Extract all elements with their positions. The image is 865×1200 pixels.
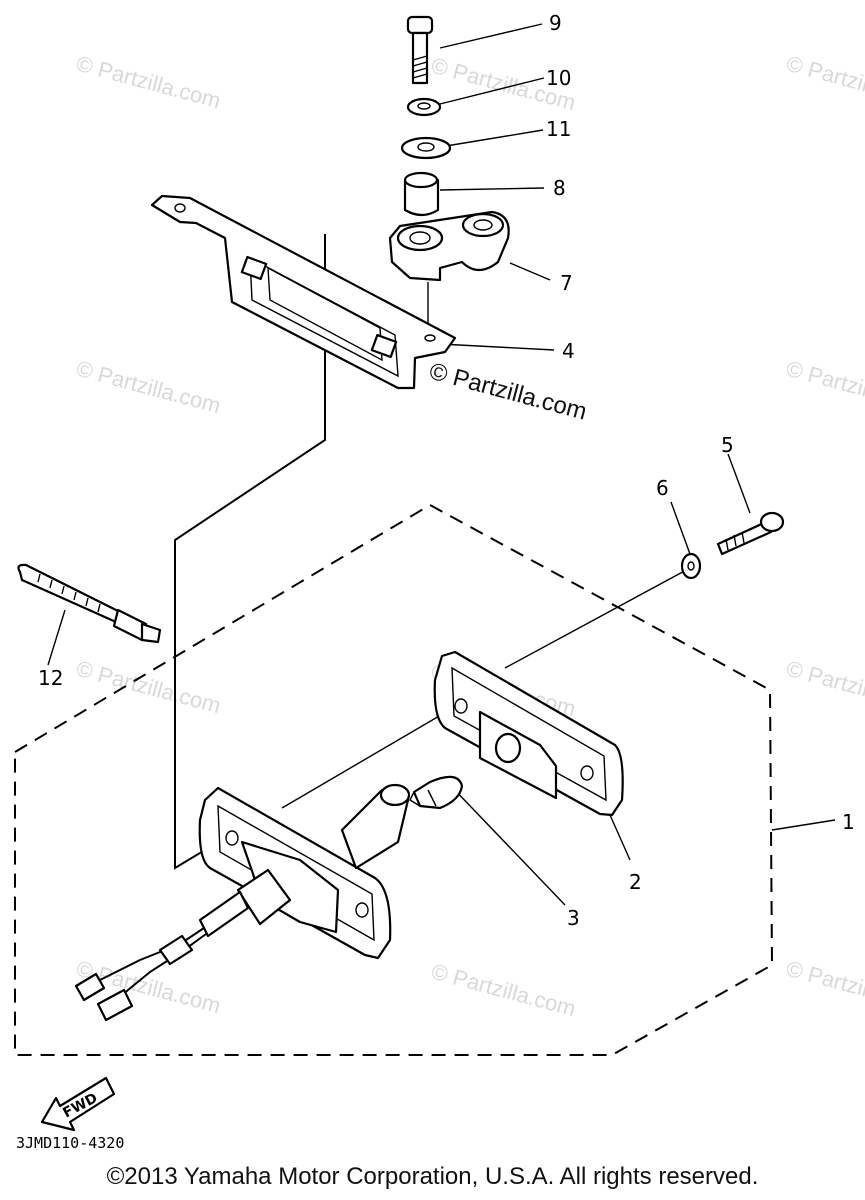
callout-12: 12	[38, 666, 63, 690]
callout-3: 3	[567, 906, 580, 930]
callout-6: 6	[656, 476, 669, 500]
watermark: © Partzilla.com	[784, 51, 865, 114]
bulb-part-3	[409, 775, 464, 810]
watermark: © Partzilla.com	[74, 656, 224, 719]
flat-washer-part-11	[400, 136, 452, 160]
callout-7: 7	[560, 271, 573, 295]
watermark: © Partzilla.com	[74, 51, 224, 114]
collar-part-8	[403, 171, 440, 217]
bracket-part-4	[150, 194, 457, 390]
cable-tie-part-12	[17, 563, 162, 644]
copyright-notice: ©2013 Yamaha Motor Corporation, U.S.A. A…	[106, 1163, 759, 1190]
watermark-main: © Partzilla.com	[426, 358, 589, 426]
arm-part-7	[388, 210, 510, 282]
watermark: © Partzilla.com	[784, 656, 865, 719]
bolt-part-9	[406, 15, 434, 85]
callout-2: 2	[629, 870, 642, 894]
callout-9: 9	[549, 11, 562, 35]
lock-washer-part-10	[406, 97, 442, 117]
callouts: 1 2 3 4 5 6 7 8 9 10 11 12	[38, 11, 855, 930]
callout-8: 8	[553, 176, 566, 200]
screw-part-5	[716, 511, 785, 556]
diagram-code: 3JMD110-4320	[16, 1134, 124, 1152]
fwd-arrow: FWD	[40, 1076, 116, 1132]
callout-10: 10	[546, 66, 571, 90]
callout-11: 11	[546, 117, 571, 141]
washer-part-6	[680, 552, 702, 580]
lens-part-2	[433, 650, 624, 817]
watermark: © Partzilla.com	[74, 356, 224, 419]
callout-1: 1	[842, 810, 855, 834]
watermark: © Partzilla.com	[784, 956, 865, 1019]
callout-5: 5	[721, 433, 734, 457]
watermark: © Partzilla.com	[784, 356, 865, 419]
callout-4: 4	[562, 339, 575, 363]
watermark: © Partzilla.com	[429, 959, 579, 1022]
lamp-housing	[74, 783, 411, 1022]
routing-line	[174, 234, 326, 870]
